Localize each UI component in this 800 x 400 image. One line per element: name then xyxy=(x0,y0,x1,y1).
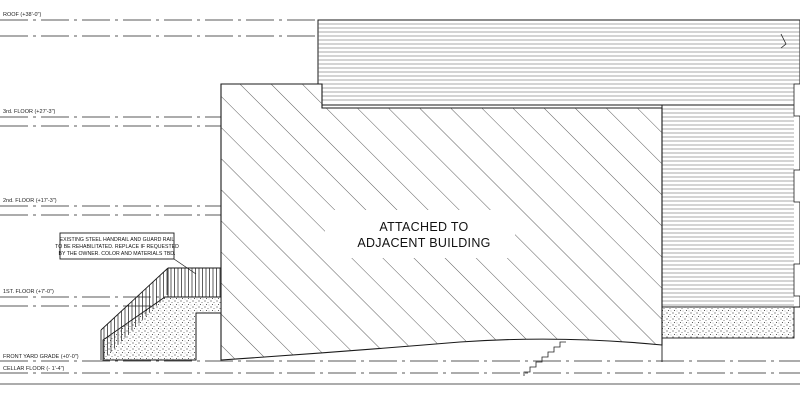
upper-siding-block xyxy=(317,19,800,106)
handrail-note: EXISTING STEEL HANDRAIL AND GUARD RAIL T… xyxy=(55,232,197,275)
wall-label-mask xyxy=(325,210,515,258)
handrail-note-leader xyxy=(173,258,197,275)
right-edge-windows xyxy=(793,83,800,297)
grade-level-label: FRONT YARD GRADE (+0'-0") xyxy=(3,354,79,360)
handrail-note-line1: EXISTING STEEL HANDRAIL AND GUARD RAIL xyxy=(60,237,175,243)
roof-slope-arrow xyxy=(780,33,787,49)
handrail-note-line2: TO BE REHABILITATED. REPLACE IF REQUESTE… xyxy=(55,244,179,250)
attached-label-line2: ADJACENT BUILDING xyxy=(357,236,490,250)
cellar-level-label: CELLAR FLOOR (- 1'-4") xyxy=(3,366,65,372)
right-siding-wall xyxy=(661,104,800,308)
attached-label-line1: ATTACHED TO xyxy=(379,220,468,234)
stoop-foundation xyxy=(102,296,222,361)
roof-level-label: ROOF (+38'-0") xyxy=(3,12,41,18)
handrail-guardrail xyxy=(100,267,222,360)
grade-step-symbol xyxy=(523,341,566,376)
handrail-note-line3: BY THE OWNER. COLOR AND MATERIALS TBD. xyxy=(59,251,176,257)
attached-wall xyxy=(220,83,663,361)
second-floor-level-label: 2nd. FLOOR (+17'-3") xyxy=(3,198,57,204)
third-floor-level-label: 3rd. FLOOR (+27'-3") xyxy=(3,109,56,115)
right-foundation-gravel xyxy=(661,306,795,339)
first-floor-level-label: 1ST. FLOOR (+7'-0") xyxy=(3,289,54,295)
